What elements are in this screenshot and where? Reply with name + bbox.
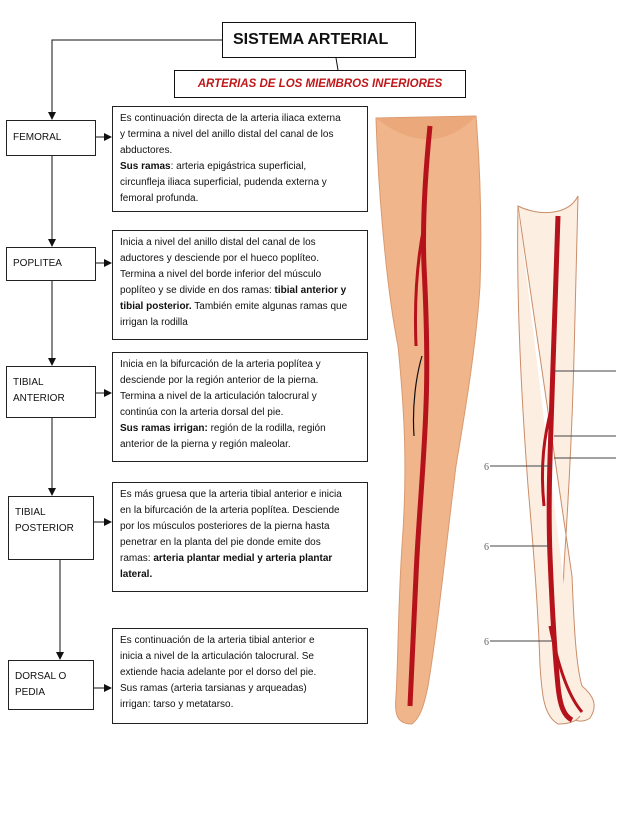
desc-dorsal-pedia: Es continuación de la arteria tibial ant…: [112, 628, 368, 724]
label-tibial-posterior-line2: POSTERIOR: [15, 523, 74, 534]
desc-dorsal-line: Es continuación de la arteria tibial ant…: [120, 635, 315, 646]
label-tibial-posterior-line1: TIBIAL: [15, 507, 46, 518]
desc-femoral-line: y termina a nivel del anillo distal del …: [120, 129, 334, 140]
desc-poplitea-bold: tibial anterior y: [274, 285, 347, 296]
label-femoral: FEMORAL: [6, 120, 96, 156]
desc-tibial-anterior-line: anterior de la pierna y región maleolar.: [120, 439, 291, 450]
title-to-subtitle-line: [335, 57, 339, 71]
leg-arteries-illustration: 6 6 6: [375, 115, 616, 725]
tibial-branch-right: [540, 405, 554, 507]
label-poplitea-text: POPLITEA: [13, 258, 62, 269]
desc-poplitea-text: También emite algunas ramas que: [191, 301, 348, 312]
desc-tibial-posterior: Es más gruesa que la arteria tibial ante…: [112, 482, 368, 592]
desc-dorsal-line: irrigan: tarso y metatarso.: [120, 699, 234, 710]
desc-tibial-anterior-text: región de la rodilla, región: [207, 423, 326, 434]
figure-mark: 6: [484, 637, 489, 648]
desc-tibial-posterior-line: por los músculos posteriores de la piern…: [120, 521, 330, 532]
tibial-artery-right: [546, 215, 574, 723]
desc-tibial-posterior-line: Es más gruesa que la arteria tibial ante…: [120, 489, 342, 500]
label-tibial-anterior: TIBIAL ANTERIOR: [6, 366, 96, 418]
desc-tibial-posterior-bold: lateral.: [120, 569, 153, 580]
label-femoral-text: FEMORAL: [13, 132, 62, 143]
desc-femoral: Es continuación directa de la arteria il…: [112, 106, 368, 212]
desc-dorsal-line: Sus ramas (arteria tarsianas y arqueadas…: [120, 683, 307, 694]
diagram-title: SISTEMA ARTERIAL: [222, 22, 416, 58]
thigh-shading: [376, 116, 476, 140]
desc-tibial-posterior-line: ramas: arteria plantar medial y arteria …: [120, 551, 360, 567]
desc-femoral-line: abductores.: [120, 145, 173, 156]
label-poplitea: POPLITEA: [6, 247, 96, 281]
desc-tibial-anterior: Inicia en la bifurcación de la arteria p…: [112, 352, 368, 462]
desc-poplitea-line: irrigan la rodilla: [120, 317, 188, 328]
figure-mark: 6: [484, 462, 489, 473]
label-tibial-posterior: TIBIAL POSTERIOR: [8, 496, 94, 560]
desc-poplitea-text: poplíteo y se divide en dos ramas:: [120, 285, 275, 296]
desc-poplitea-line: poplíteo y se divide en dos ramas: tibia…: [120, 283, 360, 299]
label-tibial-anterior-line1: TIBIAL: [13, 377, 44, 388]
desc-femoral-line: femoral profunda.: [120, 193, 199, 204]
desc-poplitea-line: Inicia a nivel del anillo distal del can…: [120, 237, 316, 248]
desc-poplitea-bold: tibial posterior.: [120, 301, 192, 312]
desc-tibial-posterior-text: ramas:: [120, 553, 154, 564]
title-to-femoral-arrow: [48, 39, 222, 120]
pointer-line: [412, 355, 423, 437]
diagram-subtitle: ARTERIAS DE LOS MIEMBROS INFERIORES: [174, 70, 466, 98]
desc-femoral-line: circunfleja iliaca superficial, pudenda …: [120, 177, 327, 188]
desc-tibial-anterior-line: desciende por la región anterior de la p…: [120, 375, 319, 386]
femoral-branch-left: [413, 225, 426, 347]
desc-poplitea-line: Termina a nivel del borde inferior del m…: [120, 269, 322, 280]
desc-poplitea: Inicia a nivel del anillo distal del can…: [112, 230, 368, 340]
label-tibial-anterior-line2: ANTERIOR: [13, 393, 65, 404]
desc-femoral-bold: Sus ramas: [120, 161, 171, 172]
desc-tibial-posterior-line: lateral.: [120, 567, 360, 583]
desc-tibial-anterior-line: Inicia en la bifurcación de la arteria p…: [120, 359, 321, 370]
desc-tibial-posterior-bold: arteria plantar medial y arteria plantar: [153, 553, 333, 564]
label-dorsal-line2: PEDIA: [15, 687, 46, 698]
label-dorsal-line1: DORSAL O: [15, 671, 67, 682]
desc-tibial-anterior-line: Termina a nivel de la articulación taloc…: [120, 391, 317, 402]
label-dorsal-pedia: DORSAL O PEDIA: [8, 660, 94, 710]
desc-femoral-line: Sus ramas: arteria epigástrica superfici…: [120, 159, 360, 175]
dorsalis-pedis-right: [548, 625, 584, 713]
desc-femoral-line: Es continuación directa de la arteria il…: [120, 113, 341, 124]
desc-tibial-anterior-bold: Sus ramas irrigan:: [120, 423, 208, 434]
left-leg-shape: [375, 115, 482, 725]
figure-mark: 6: [484, 542, 489, 553]
desc-tibial-anterior-line: Sus ramas irrigan: región de la rodilla,…: [120, 421, 360, 437]
desc-tibial-posterior-line: en la bifurcación de la arteria poplítea…: [120, 505, 340, 516]
desc-dorsal-line: inicia a nivel de la articulación talocr…: [120, 651, 314, 662]
desc-tibial-anterior-line: continúa con la arteria dorsal del pie.: [120, 407, 284, 418]
desc-dorsal-line: extiende hacia adelante por el dorso del…: [120, 667, 317, 678]
desc-femoral-text: : arteria epigástrica superficial,: [170, 161, 307, 172]
femoral-artery-left: [407, 125, 433, 707]
desc-poplitea-line: tibial posterior. También emite algunas …: [120, 299, 360, 315]
desc-tibial-posterior-line: penetrar en la planta del pie donde emit…: [120, 537, 321, 548]
desc-poplitea-line: aductores y desciende por el hueco poplí…: [120, 253, 320, 264]
